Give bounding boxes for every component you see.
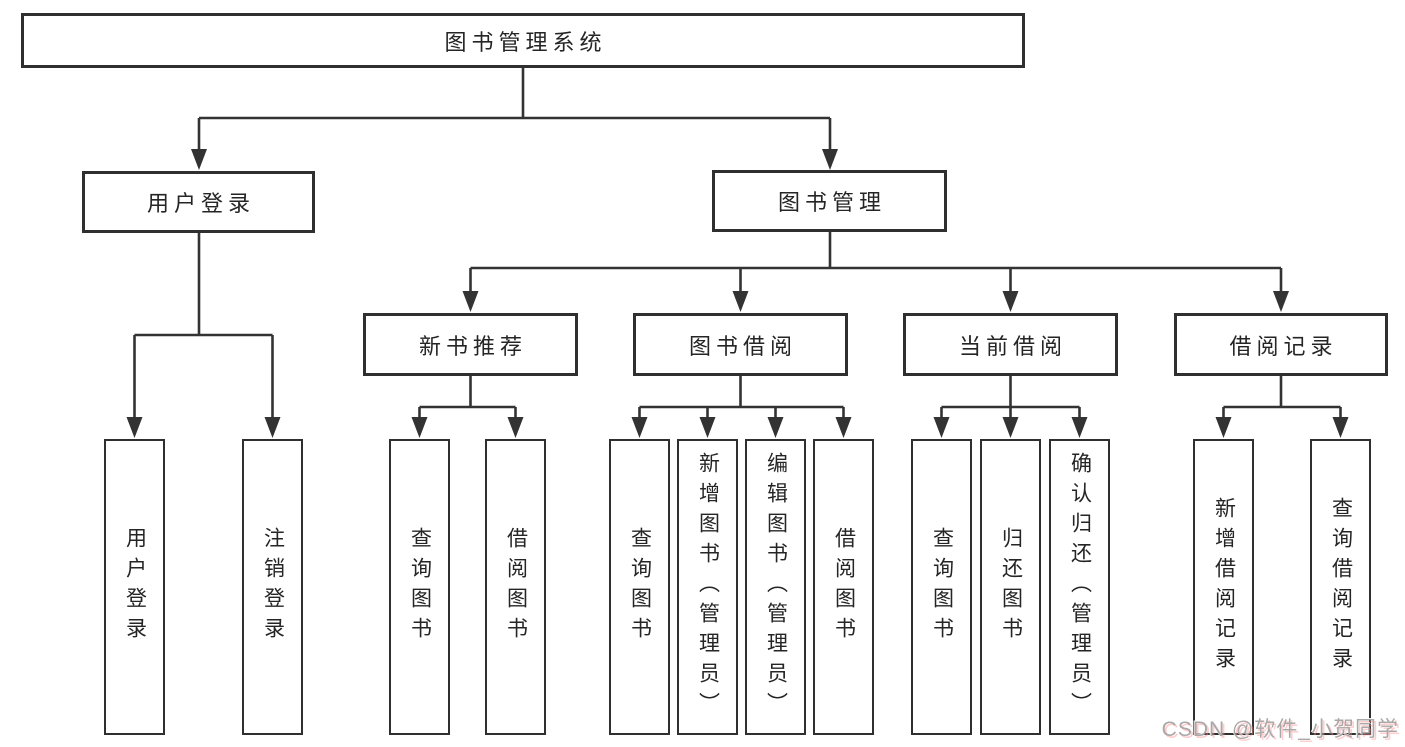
leaf-logout: 注销登录 [242,439,303,735]
node-book-borrowing-label: 图书借阅 [688,333,797,359]
leaf-add-book-admin-label: 新增图书（管理员） [696,452,720,722]
node-new-book-recommend-label: 新书推荐 [418,333,527,359]
leaf-user-login-label: 用户登录 [123,527,147,647]
leaf-logout-label: 注销登录 [261,527,285,647]
leaf-borrow-books-recommend-label: 借阅图书 [504,527,528,647]
leaf-confirm-return-admin: 确认归还（管理员） [1049,439,1110,735]
leaf-add-borrow-record-label: 新增借阅记录 [1212,497,1236,677]
node-root-label: 图书管理系统 [444,29,607,55]
leaf-query-books-borrowing: 查询图书 [609,439,670,735]
leaf-edit-book-admin-label: 编辑图书（管理员） [764,452,788,722]
leaf-return-books: 归还图书 [980,439,1041,735]
node-book-management: 图书管理 [712,170,947,232]
leaf-add-book-admin: 新增图书（管理员） [677,439,738,735]
leaf-query-borrow-record-label: 查询借阅记录 [1329,497,1353,677]
leaf-query-books-current: 查询图书 [911,439,972,735]
leaf-edit-book-admin: 编辑图书（管理员） [745,439,806,735]
node-book-management-label: 图书管理 [777,190,886,215]
leaf-add-borrow-record: 新增借阅记录 [1193,439,1254,735]
leaf-query-borrow-record: 查询借阅记录 [1310,439,1371,735]
node-borrowing-records-label: 借阅记录 [1229,333,1338,359]
node-new-book-recommend: 新书推荐 [363,313,578,376]
node-current-borrowing-label: 当前借阅 [958,333,1067,359]
csdn-watermark: CSDN @软件_小贺同学 [1161,718,1399,741]
node-user-login: 用户登录 [82,171,315,233]
leaf-confirm-return-admin-label: 确认归还（管理员） [1068,452,1092,722]
leaf-query-books-recommend: 查询图书 [389,439,450,735]
node-book-borrowing: 图书借阅 [633,313,848,376]
node-borrowing-records: 借阅记录 [1174,313,1388,376]
node-current-borrowing: 当前借阅 [903,313,1118,376]
leaf-borrow-books-borrowing-label: 借阅图书 [832,527,856,647]
node-user-login-label: 用户登录 [146,191,255,216]
leaf-query-books-current-label: 查询图书 [930,527,954,647]
leaf-borrow-books-recommend: 借阅图书 [485,439,546,735]
leaf-borrow-books-borrowing: 借阅图书 [813,439,874,735]
leaf-user-login: 用户登录 [104,439,165,735]
leaf-query-books-recommend-label: 查询图书 [408,527,432,647]
node-root: 图书管理系统 [21,13,1025,68]
leaf-query-books-borrowing-label: 查询图书 [628,527,652,647]
leaf-return-books-label: 归还图书 [999,527,1023,647]
